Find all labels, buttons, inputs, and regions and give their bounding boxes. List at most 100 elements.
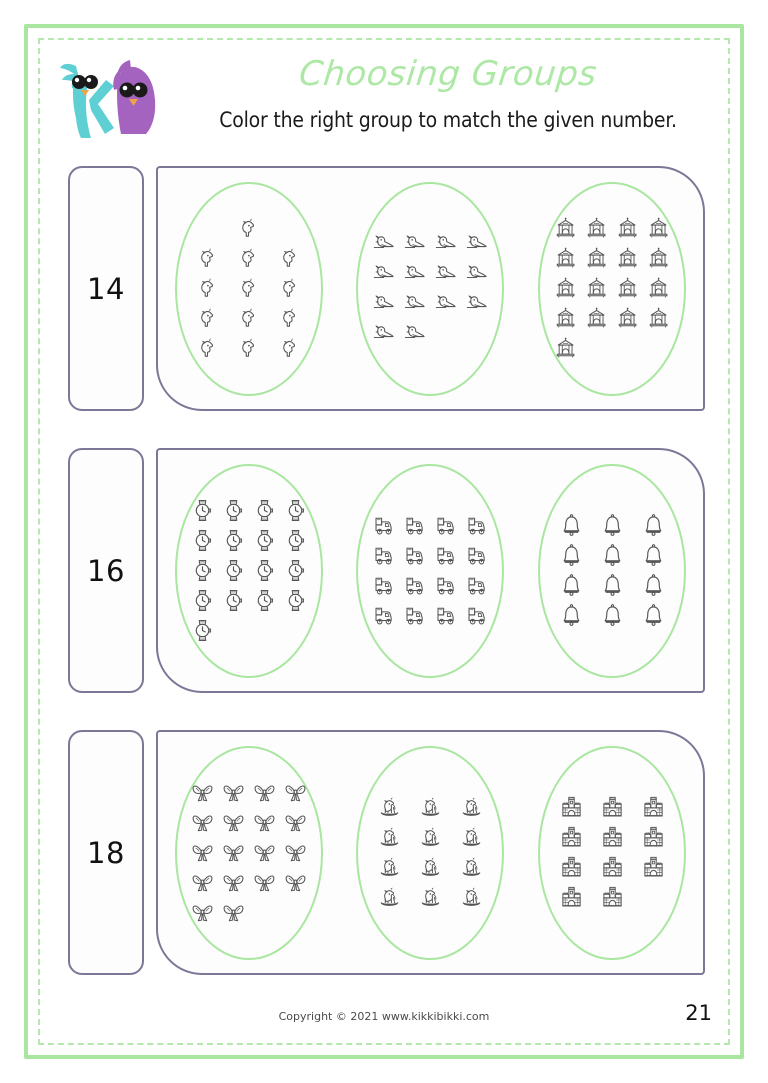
castle-icon[interactable] [551,853,592,883]
castle-icon[interactable] [592,853,633,883]
bow-ribbon-icon[interactable] [218,778,249,808]
rocking-horse-icon[interactable] [451,823,492,853]
bow-ribbon-icon[interactable] [249,778,280,808]
bow-ribbon-icon[interactable] [280,868,311,898]
wristwatch-icon[interactable] [280,556,311,586]
carousel-icon[interactable] [550,304,581,334]
group-ellipse-outline[interactable] [174,181,323,396]
unicorn-head-icon[interactable] [187,334,228,364]
bird-icon[interactable] [399,289,430,319]
wristwatch-icon[interactable] [218,526,249,556]
wristwatch-icon[interactable] [249,586,280,616]
unicorn-head-icon[interactable] [269,334,310,364]
bell-icon[interactable] [551,511,592,541]
unicorn-head-icon[interactable] [269,274,310,304]
wristwatch-icon[interactable] [249,556,280,586]
toy-truck-icon[interactable] [430,511,461,541]
group-ellipse-outline[interactable] [538,181,687,396]
carousel-icon[interactable] [612,274,643,304]
group-ellipse-outline[interactable] [538,463,687,678]
answer-group-option[interactable] [537,450,687,691]
answer-group-option[interactable] [537,168,687,409]
unicorn-head-icon[interactable] [228,244,269,274]
answer-group-option[interactable] [355,732,505,973]
toy-truck-icon[interactable] [430,541,461,571]
rocking-horse-icon[interactable] [369,883,410,913]
carousel-icon[interactable] [550,334,581,364]
answer-group-option[interactable] [537,732,687,973]
castle-icon[interactable] [592,793,633,823]
bell-icon[interactable] [592,571,633,601]
bell-icon[interactable] [551,601,592,631]
bird-icon[interactable] [368,229,399,259]
wristwatch-icon[interactable] [187,616,218,646]
wristwatch-icon[interactable] [280,526,311,556]
toy-truck-icon[interactable] [461,511,492,541]
castle-icon[interactable] [551,823,592,853]
carousel-icon[interactable] [612,244,643,274]
wristwatch-icon[interactable] [218,556,249,586]
toy-truck-icon[interactable] [430,601,461,631]
bell-icon[interactable] [551,541,592,571]
bow-ribbon-icon[interactable] [249,868,280,898]
bow-ribbon-icon[interactable] [187,838,218,868]
carousel-icon[interactable] [581,304,612,334]
bird-icon[interactable] [461,289,492,319]
castle-icon[interactable] [592,823,633,853]
bird-icon[interactable] [399,229,430,259]
bow-ribbon-icon[interactable] [187,808,218,838]
rocking-horse-icon[interactable] [369,793,410,823]
toy-truck-icon[interactable] [399,541,430,571]
bow-ribbon-icon[interactable] [187,868,218,898]
carousel-icon[interactable] [581,244,612,274]
carousel-icon[interactable] [550,274,581,304]
rocking-horse-icon[interactable] [410,823,451,853]
rocking-horse-icon[interactable] [451,853,492,883]
toy-truck-icon[interactable] [368,541,399,571]
carousel-icon[interactable] [643,304,674,334]
unicorn-head-icon[interactable] [228,334,269,364]
bell-icon[interactable] [592,601,633,631]
rocking-horse-icon[interactable] [451,793,492,823]
wristwatch-icon[interactable] [187,556,218,586]
bell-icon[interactable] [633,571,674,601]
bird-icon[interactable] [399,259,430,289]
toy-truck-icon[interactable] [461,601,492,631]
wristwatch-icon[interactable] [280,496,311,526]
bow-ribbon-icon[interactable] [249,808,280,838]
toy-truck-icon[interactable] [368,571,399,601]
bow-ribbon-icon[interactable] [187,778,218,808]
carousel-icon[interactable] [581,214,612,244]
castle-icon[interactable] [633,793,674,823]
bow-ribbon-icon[interactable] [249,838,280,868]
unicorn-head-icon[interactable] [269,304,310,334]
castle-icon[interactable] [592,883,633,913]
carousel-icon[interactable] [643,214,674,244]
wristwatch-icon[interactable] [218,586,249,616]
answer-group-option[interactable] [355,168,505,409]
group-ellipse-outline[interactable] [356,463,505,678]
rocking-horse-icon[interactable] [451,883,492,913]
wristwatch-icon[interactable] [187,526,218,556]
bow-ribbon-icon[interactable] [218,808,249,838]
toy-truck-icon[interactable] [368,601,399,631]
answer-group-option[interactable] [174,450,324,691]
rocking-horse-icon[interactable] [410,883,451,913]
bird-icon[interactable] [430,229,461,259]
bell-icon[interactable] [633,511,674,541]
toy-truck-icon[interactable] [430,571,461,601]
bird-icon[interactable] [368,259,399,289]
castle-icon[interactable] [551,793,592,823]
carousel-icon[interactable] [550,214,581,244]
rocking-horse-icon[interactable] [410,853,451,883]
bird-icon[interactable] [399,319,430,349]
bow-ribbon-icon[interactable] [218,838,249,868]
answer-group-option[interactable] [174,168,324,409]
toy-truck-icon[interactable] [399,571,430,601]
wristwatch-icon[interactable] [249,526,280,556]
castle-icon[interactable] [633,823,674,853]
bow-ribbon-icon[interactable] [280,808,311,838]
bird-icon[interactable] [461,259,492,289]
carousel-icon[interactable] [643,274,674,304]
carousel-icon[interactable] [612,214,643,244]
